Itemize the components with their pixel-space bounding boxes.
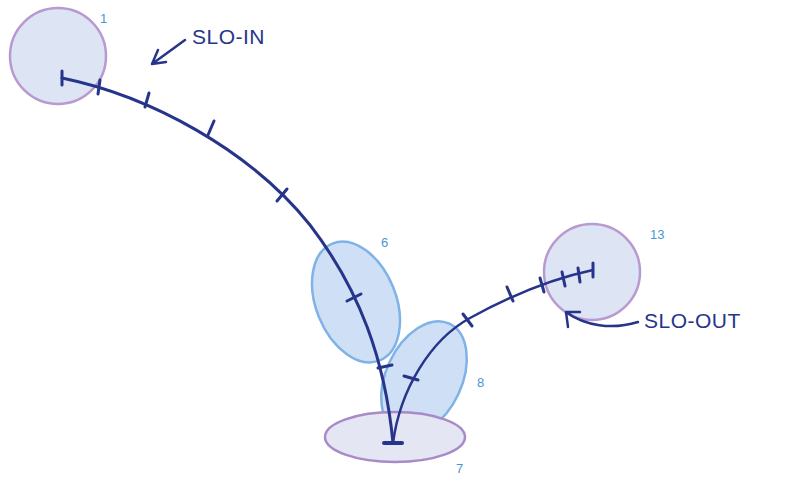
frame-number: 13 <box>650 228 664 241</box>
callout-arrow <box>152 40 185 64</box>
timing-tick <box>540 278 544 292</box>
timing-tick <box>562 272 565 286</box>
frame-number: 1 <box>100 12 107 25</box>
timing-tick <box>507 287 513 301</box>
timing-note: SLO-IN <box>192 26 265 47</box>
timing-tick <box>208 121 214 135</box>
ball-drawing <box>544 224 640 320</box>
timing-tick <box>277 189 287 201</box>
frame-number: 8 <box>477 376 484 389</box>
arc-path <box>62 78 393 443</box>
frame-number: 6 <box>381 236 388 249</box>
frame-number: 7 <box>456 462 463 475</box>
timing-tick <box>347 294 361 301</box>
timing-tick <box>384 441 402 445</box>
timing-tick <box>98 80 100 94</box>
arc-path <box>393 270 593 443</box>
timing-tick <box>463 314 472 326</box>
ball-drawing <box>10 8 106 104</box>
timing-tick <box>61 71 64 85</box>
timing-tick <box>578 268 580 282</box>
timing-tick <box>592 263 595 277</box>
timing-note: SLO-OUT <box>644 310 741 331</box>
callout-arrow <box>566 312 638 327</box>
timing-tick <box>145 93 149 107</box>
timing-tick <box>404 376 418 380</box>
timing-tick <box>378 365 392 368</box>
